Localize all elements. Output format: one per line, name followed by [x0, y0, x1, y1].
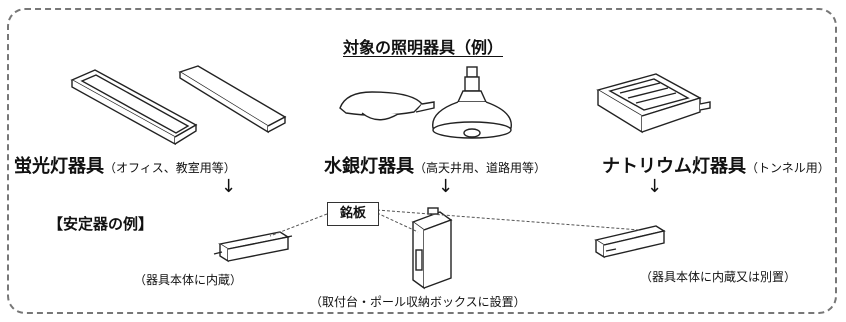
- diagram-title: 対象の照明器具（例）: [342, 38, 503, 57]
- ballast-right-illustration: [594, 225, 666, 259]
- arrow-down-icon: ↓: [221, 176, 237, 197]
- category-mercury-name: 水銀灯器具: [324, 156, 414, 177]
- category-sodium-detail: （トンネル用）: [746, 161, 830, 175]
- category-fluorescent-name: 蛍光灯器具: [14, 156, 104, 177]
- ballast-left-caption: （器具本体に内蔵）: [134, 273, 243, 287]
- nameplate-leader-lines: [269, 209, 641, 237]
- category-sodium: ナトリウム灯器具（トンネル用）: [602, 152, 830, 178]
- fluorescent-fixture-illustration: [70, 65, 287, 146]
- category-fluorescent-detail: （オフィス、教室用等）: [104, 161, 236, 175]
- arrow-down-icon: ↓: [438, 176, 454, 197]
- category-sodium-name: ナトリウム灯器具: [602, 156, 746, 177]
- sodium-lamp-illustration: [596, 73, 711, 134]
- nameplate-label: 銘板: [327, 202, 379, 226]
- high-bay-lamp-illustration: [432, 66, 512, 139]
- ballast-right-caption: （器具本体に内蔵又は別置）: [640, 270, 797, 284]
- arrow-down-icon: ↓: [647, 176, 663, 197]
- dashed-frame: [7, 8, 837, 314]
- category-fluorescent: 蛍光灯器具（オフィス、教室用等）: [14, 152, 236, 178]
- ballast-left-illustration: [213, 231, 293, 263]
- ballast-center-caption: （取付台・ポール収納ボックスに設置）: [310, 295, 526, 309]
- category-mercury-detail: （高天井用、道路用等）: [414, 161, 547, 175]
- street-lamp-illustration: [339, 91, 435, 121]
- ballast-center-illustration: [411, 207, 453, 290]
- ballast-examples-heading: 【安定器の例】: [48, 215, 154, 233]
- category-mercury: 水銀灯器具（高天井用、道路用等）: [324, 152, 546, 178]
